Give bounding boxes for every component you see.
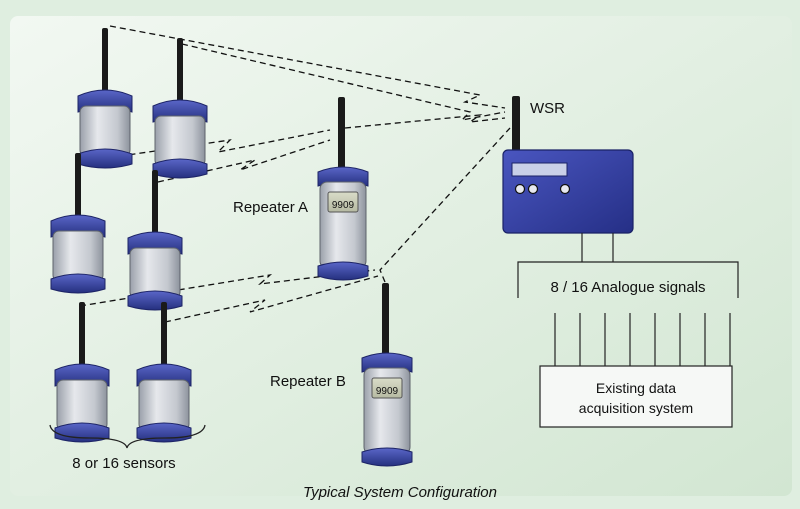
analogue-signals-label: 8 / 16 Analogue signals: [550, 279, 705, 296]
repeater-a-label: Repeater A: [233, 199, 308, 216]
repeater-b-label: Repeater B: [270, 373, 346, 390]
existing-system-label-line1: Existing data: [596, 380, 676, 396]
analogue-wiring: [517, 233, 739, 366]
wsr-label: WSR: [530, 100, 565, 117]
link-sensor5-repB: [79, 269, 376, 307]
wsr-antenna: [512, 96, 520, 156]
diagram-caption: Typical System Configuration: [303, 484, 497, 501]
sensors-brace: [49, 424, 206, 449]
repeater-b-unit: 9909: [361, 282, 413, 467]
wsr-connector: [527, 183, 539, 195]
existing-system-label-line2: acquisition system: [579, 400, 693, 416]
link-sensor4-repA: [157, 139, 331, 183]
wsr-connector: [514, 183, 526, 195]
wsr-connector: [559, 183, 571, 195]
link-sensor1-wsr: [109, 25, 506, 109]
link-repeaterA-wsr: [344, 114, 506, 129]
repeater-b-display: 9909: [376, 386, 399, 397]
wsr-display: [511, 162, 568, 177]
existing-system-box: [539, 365, 733, 428]
link-repB-wsr: [379, 127, 511, 283]
link-sensor6-repB: [164, 275, 379, 323]
wsr-base-station: [502, 96, 634, 234]
repeater-a-unit: 9909: [317, 96, 369, 281]
repeater-a-display: 9909: [332, 200, 355, 211]
sensor-count-label: 8 or 16 sensors: [72, 455, 175, 472]
